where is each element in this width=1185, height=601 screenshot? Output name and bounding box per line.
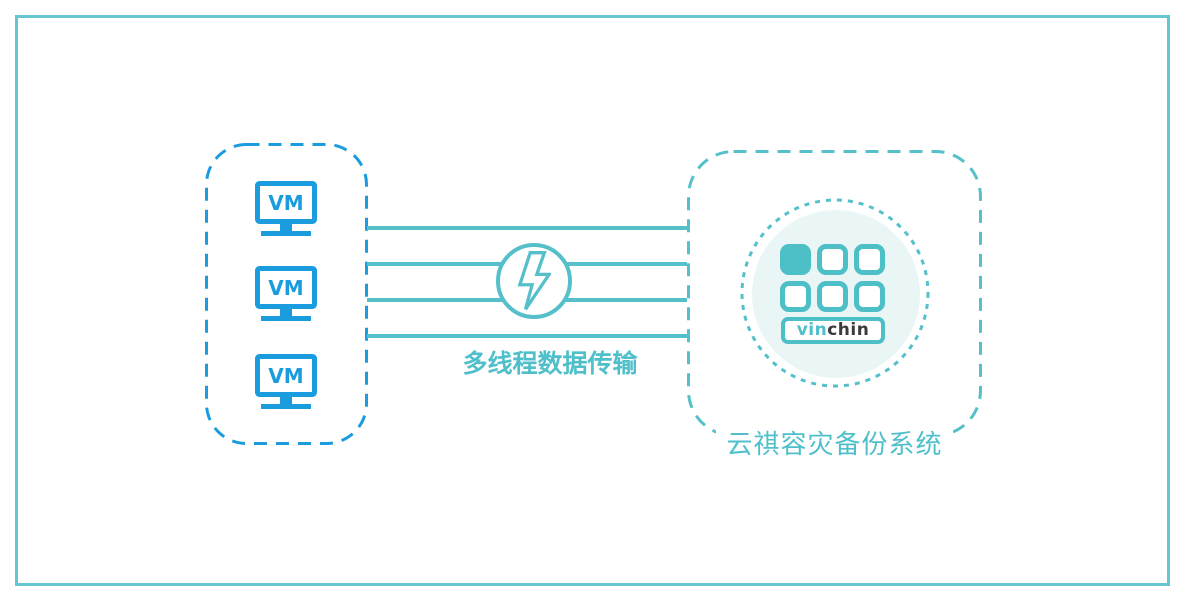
source-group-dashed-border [205, 143, 368, 445]
vm-label: VM [268, 364, 303, 388]
vm-monitor-icon: VM [255, 181, 317, 236]
transfer-line [367, 226, 687, 230]
logo-grid-cell [854, 281, 885, 312]
transfer-speed-node [496, 243, 572, 319]
logo-dotted-ring [740, 198, 930, 388]
transfer-line [367, 334, 687, 338]
wordmark-suffix: chin [827, 320, 870, 340]
lightning-bolt-icon [517, 251, 551, 311]
target-group-label: 云祺容灾备份系统 [716, 424, 953, 461]
logo-grid-cell-filled [780, 244, 811, 275]
logo-grid-cell [817, 244, 848, 275]
transfer-label: 多线程数据传输 [462, 349, 638, 378]
vm-label: VM [268, 191, 303, 215]
source-vm-group [205, 143, 368, 445]
target-group-label-wrap: 云祺容灾备份系统 [687, 424, 982, 461]
vinchin-logo-grid [780, 244, 885, 312]
wordmark-prefix: vin [796, 320, 828, 340]
vm-monitor-icon: VM [255, 266, 317, 321]
logo-grid-cell [854, 244, 885, 275]
vm-label: VM [268, 276, 303, 300]
vm-monitor-icon: VM [255, 354, 317, 409]
logo-grid-cell [780, 281, 811, 312]
logo-grid-cell [817, 281, 848, 312]
